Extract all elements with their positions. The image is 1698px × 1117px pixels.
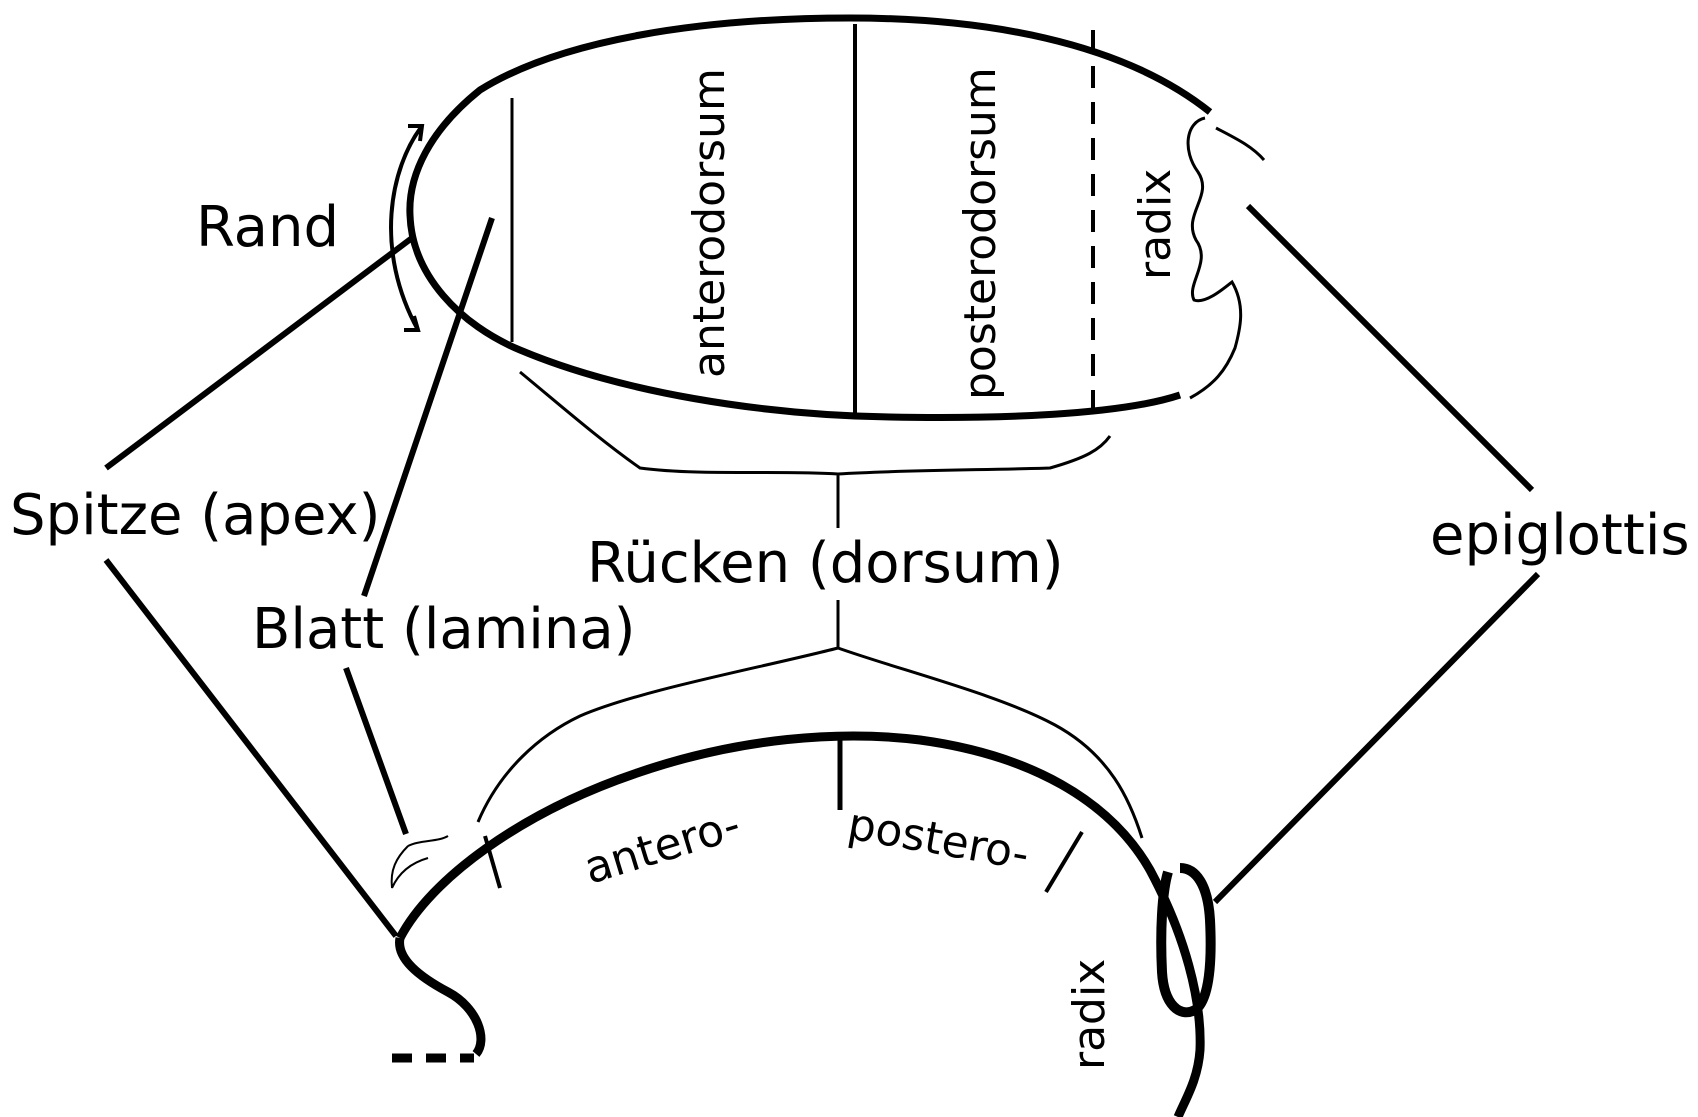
epiglottis-leader-bottom (1215, 574, 1538, 902)
label-epiglottis: epiglottis (1430, 503, 1690, 568)
label-postero: postero- (844, 799, 1033, 881)
epiglottis-leader-top (1248, 206, 1532, 490)
dorsum-brace-top (520, 372, 1110, 528)
rand-arrow (391, 126, 422, 330)
blatt-leader-bottom (346, 668, 406, 834)
tongue-tip-frill (392, 836, 448, 888)
label-blatt: Blatt (lamina) (252, 597, 636, 662)
label-radix-top: radix (1130, 169, 1181, 280)
tongue-tip-curl (400, 938, 481, 1054)
spitze-leader-top (106, 238, 412, 468)
label-rand: Rand (196, 195, 339, 260)
epiglottis-loop (1161, 868, 1210, 1012)
radix-wavy-edge (1188, 118, 1241, 398)
side-radix-tick (1046, 832, 1082, 892)
label-radix-bottom: radix (1064, 959, 1115, 1070)
tongue-top-outline (410, 18, 1210, 417)
radix-tail (1216, 128, 1264, 160)
label-spitze: Spitze (apex) (10, 483, 380, 548)
rand-arc (391, 126, 422, 330)
label-ruecken: Rücken (dorsum) (587, 531, 1064, 596)
label-anterodorsum: anterodorsum (684, 68, 735, 378)
label-posterodorsum: posterodorsum (955, 67, 1006, 400)
label-antero: antero- (578, 799, 746, 895)
